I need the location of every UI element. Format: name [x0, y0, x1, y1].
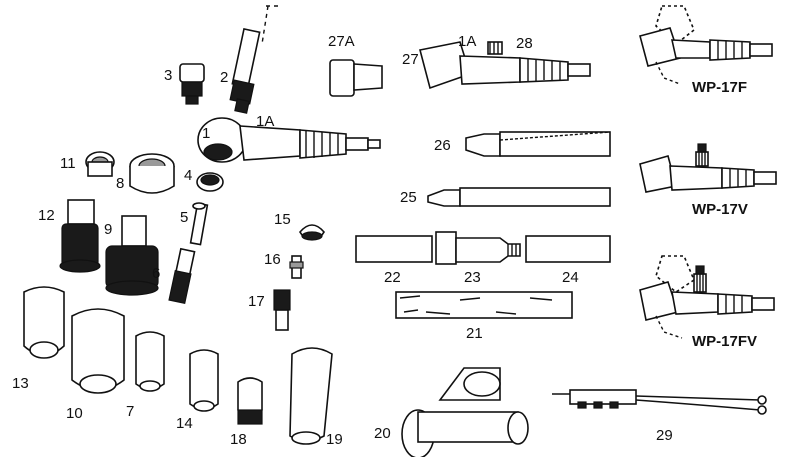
part-26-power-cable: [465, 131, 611, 157]
label-part-22: 22: [384, 269, 401, 286]
wp17v-torch-illustration: [639, 143, 777, 193]
part-1-torch-body: [197, 117, 381, 163]
label-part-25: 25: [400, 189, 417, 206]
part-11-gas-lens-ring: [85, 151, 115, 177]
label-part-6: 6: [152, 265, 161, 282]
label-part-19: 19: [326, 431, 343, 448]
label-part-14: 14: [176, 415, 193, 432]
part-19-long-nozzle: [289, 347, 333, 445]
part-12-gas-lens-body: [59, 199, 101, 273]
part-14-nozzle: [189, 349, 219, 412]
label-part-16: 16: [264, 251, 281, 268]
part-27a-torch-head: [329, 59, 383, 97]
part-9-large-gas-lens: [105, 215, 159, 296]
label-part-26: 26: [434, 137, 451, 154]
part-15-cap: [298, 224, 326, 241]
part-20-handle: [401, 367, 529, 457]
part-23-connector: [435, 231, 521, 265]
label-part-13: 13: [12, 375, 29, 392]
wp17fv-torch-illustration: [639, 255, 775, 339]
label-part-21: 21: [466, 325, 483, 342]
label-part-2: 2: [220, 69, 229, 86]
part-29-remote-switch: [552, 389, 767, 415]
label-part-29: 29: [656, 427, 673, 444]
label-part-17: 17: [248, 293, 265, 310]
part-25-gas-hose: [427, 187, 611, 207]
label-part-9: 9: [104, 221, 113, 238]
label-part-18: 18: [230, 431, 247, 448]
part-3-short-back-cap: [179, 63, 205, 105]
model-label-wp17v: WP-17V: [692, 201, 748, 218]
part-6-collet-body: [168, 247, 196, 305]
part-8-insulator: [129, 153, 175, 194]
part-10-ceramic-cup: [71, 308, 125, 394]
label-part-27a: 27A: [328, 33, 355, 50]
label-part-10: 10: [66, 405, 83, 422]
model-label-wp17f: WP-17F: [692, 79, 748, 96]
label-part-1: 1: [202, 125, 211, 142]
part-16-collet: [289, 255, 304, 279]
label-part-24: 24: [562, 269, 579, 286]
part-17-collet-body: [273, 289, 291, 331]
label-part-8: 8: [116, 175, 125, 192]
label-part-28: 28: [516, 35, 533, 52]
part-22-sleeve: [355, 235, 433, 263]
part-4-gasket: [196, 172, 224, 192]
label-part-23: 23: [464, 269, 481, 286]
label-part-1a-left: 1A: [256, 113, 275, 130]
label-part-27: 27: [402, 51, 419, 68]
label-part-1a-right: 1A: [458, 33, 477, 50]
label-part-4: 4: [184, 167, 193, 184]
label-part-12: 12: [38, 207, 55, 224]
part-5-collet: [189, 202, 209, 246]
part-24-sleeve: [525, 235, 611, 263]
part-18-short-nozzle: [237, 377, 263, 425]
label-part-5: 5: [180, 209, 189, 226]
part-21-cable-cover: [395, 291, 573, 319]
part-2-long-back-cap: [229, 5, 280, 114]
model-label-wp17fv: WP-17FV: [692, 333, 758, 350]
label-part-11: 11: [60, 155, 76, 172]
label-part-15: 15: [274, 211, 291, 228]
wp17f-torch-illustration: [639, 5, 773, 85]
part-7-nozzle: [135, 331, 165, 392]
label-part-3: 3: [164, 67, 173, 84]
part-27-valve-torch: [419, 41, 591, 90]
label-part-7: 7: [126, 403, 135, 420]
part-13-ceramic-cup: [23, 286, 65, 359]
label-part-20: 20: [374, 425, 391, 442]
